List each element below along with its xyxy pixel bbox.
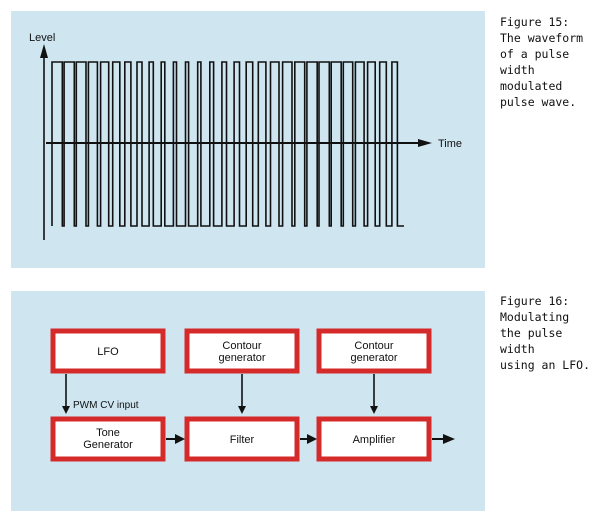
tone-generator-label-line1: Tone: [96, 427, 120, 439]
filter-to-amplifier-arrowhead-icon: [307, 434, 317, 444]
amplifier-output-arrowhead-icon: [443, 434, 455, 444]
contour-generator-2-label-line1: Contour: [354, 340, 393, 352]
level-axis-arrow-icon: [40, 44, 48, 58]
level-axis-label: Level: [29, 32, 55, 44]
figure-16-caption: Figure 16: Modulating the pulse width us…: [500, 294, 591, 372]
waveform-panel: [11, 11, 485, 268]
tone-generator-block: Tone Generator: [50, 416, 166, 462]
amplifier-label: Amplifier: [353, 434, 396, 446]
block-diagram-panel: [11, 291, 485, 511]
contour-generator-2-block: Contour generator: [316, 328, 432, 374]
filter-label: Filter: [230, 434, 255, 446]
amplifier-block: Amplifier: [316, 416, 432, 462]
contour-generator-1-block: Contour generator: [184, 328, 300, 374]
pulse-waveform: [51, 61, 404, 227]
tone-to-filter-arrowhead-icon: [175, 434, 185, 444]
figure-15-caption: Figure 15: The waveform of a pulse width…: [500, 15, 584, 109]
filter-block: Filter: [184, 416, 300, 462]
lfo-label: LFO: [97, 346, 119, 358]
contour-generator-1-label-line1: Contour: [222, 340, 261, 352]
time-axis-label: Time: [438, 138, 462, 150]
lfo-block: LFO: [50, 328, 166, 374]
contour-generator-1-label-line2: generator: [218, 352, 265, 364]
pwm-cv-input-label: PWM CV input: [73, 400, 139, 411]
contour-generator-2-label-line2: generator: [350, 352, 397, 364]
tone-generator-label-line2: Generator: [83, 439, 133, 451]
time-axis-arrow-icon: [418, 139, 432, 147]
